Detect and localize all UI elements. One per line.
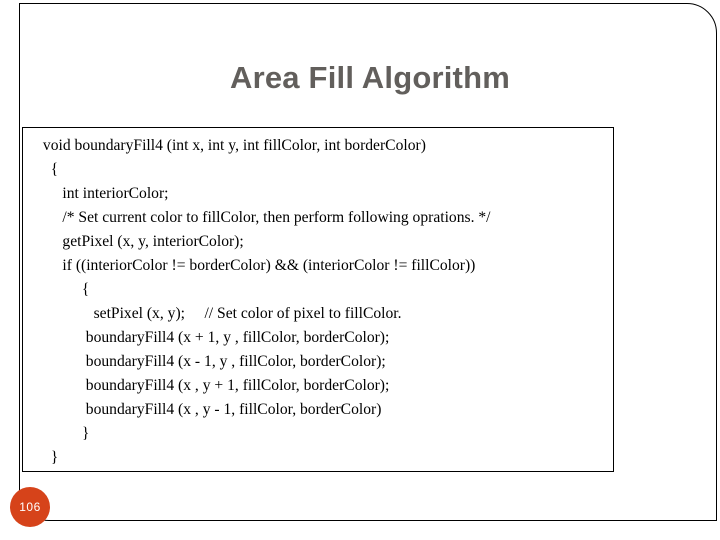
code-line: boundaryFill4 (x , y - 1, fillColor, bor… bbox=[39, 401, 382, 418]
code-line: void boundaryFill4 (int x, int y, int fi… bbox=[39, 137, 426, 154]
code-line: { bbox=[39, 161, 59, 178]
code-line: getPixel (x, y, interiorColor); bbox=[39, 233, 244, 250]
code-block: void boundaryFill4 (int x, int y, int fi… bbox=[22, 127, 614, 472]
code-line: /* Set current color to fillColor, then … bbox=[39, 209, 491, 226]
code-line: setPixel (x, y); // Set color of pixel t… bbox=[39, 305, 402, 322]
page-number-badge: 106 bbox=[10, 487, 50, 527]
code-line: if ((interiorColor != borderColor) && (i… bbox=[39, 257, 476, 274]
code-line: } bbox=[39, 425, 90, 442]
code-line: } bbox=[39, 449, 59, 466]
code-line-list: void boundaryFill4 (int x, int y, int fi… bbox=[23, 128, 613, 470]
code-line: boundaryFill4 (x , y + 1, fillColor, bor… bbox=[39, 377, 390, 394]
code-line: int interiorColor; bbox=[39, 185, 169, 202]
page-title: Area Fill Algorithm bbox=[230, 60, 510, 95]
code-line: boundaryFill4 (x - 1, y , fillColor, bor… bbox=[39, 353, 386, 370]
code-line: { bbox=[39, 281, 90, 298]
code-line: boundaryFill4 (x + 1, y , fillColor, bor… bbox=[39, 329, 390, 346]
